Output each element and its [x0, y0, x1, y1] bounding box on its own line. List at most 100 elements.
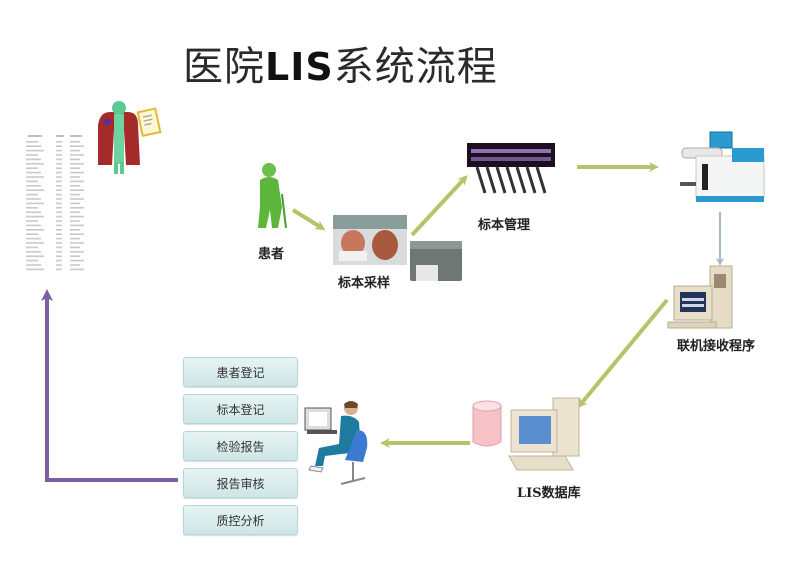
report-text-line — [56, 180, 62, 183]
arrow-return-to-doctor — [41, 289, 178, 482]
report-text-line — [70, 154, 84, 156]
report-text-line — [56, 255, 62, 257]
report-text-line — [26, 229, 44, 231]
menu-item-qc-analysis[interactable]: 质控分析 — [183, 505, 298, 535]
report-text-line — [56, 176, 62, 178]
report-text-line — [70, 259, 84, 262]
report-text-line — [70, 189, 84, 191]
arrow-sampling-to-management — [410, 175, 468, 237]
menu-item-specimen-registration[interactable]: 标本登记 — [183, 394, 298, 424]
report-text-line — [26, 145, 41, 147]
report-text-line — [56, 145, 62, 147]
doctor-with-report-icon — [98, 101, 162, 174]
report-text-line — [26, 163, 44, 165]
report-text-line — [26, 176, 44, 178]
report-text-line — [70, 171, 84, 174]
report-text-line — [70, 246, 80, 249]
report-text-line — [70, 145, 84, 147]
label-sampling: 标本采样 — [338, 276, 391, 291]
report-text-line — [56, 202, 62, 205]
report-text-line — [70, 224, 84, 227]
lis-function-menu: 患者登记 标本登记 检验报告 报告审核 质控分析 — [183, 357, 298, 542]
label-printer-icon — [410, 241, 462, 281]
report-text-line — [56, 242, 62, 244]
report-text-line — [26, 242, 44, 244]
label-interface: 联机接收程序 — [677, 339, 756, 354]
computer-server-icon — [667, 265, 733, 329]
title-suffix: 系统流程 — [333, 44, 498, 90]
report-text-line — [56, 171, 62, 174]
menu-item-test-report[interactable]: 检验报告 — [183, 431, 298, 461]
report-text-line — [26, 255, 44, 257]
report-text-line — [70, 185, 80, 187]
report-text-line — [70, 242, 84, 244]
report-text-line — [26, 233, 38, 235]
report-text-line — [26, 251, 41, 253]
report-text-line — [56, 207, 62, 209]
title-prefix: 医院 — [183, 44, 265, 90]
report-text-line — [70, 180, 84, 183]
report-text-line — [26, 189, 44, 191]
report-text-line — [26, 246, 38, 249]
report-text-line — [56, 163, 62, 165]
menu-item-patient-registration[interactable]: 患者登记 — [183, 357, 298, 387]
label-patient: 患者 — [258, 247, 285, 262]
report-text-line — [26, 268, 44, 271]
report-text-line — [26, 154, 38, 156]
report-text-line — [26, 167, 38, 169]
report-text-line — [70, 233, 84, 235]
report-text-line — [70, 251, 84, 253]
report-text-line — [70, 237, 80, 240]
arrow-interface-to-database — [577, 298, 669, 409]
report-text-line — [70, 167, 80, 169]
report-text-line — [26, 141, 38, 143]
report-text-line — [26, 180, 38, 183]
report-text-line — [26, 149, 44, 152]
report-text-line — [70, 211, 80, 213]
report-text-line — [70, 220, 80, 222]
report-text-line — [70, 158, 80, 161]
report-text-line — [70, 229, 80, 231]
operator-at-computer-icon — [304, 401, 368, 485]
report-text-line — [26, 171, 41, 174]
report-text-line — [26, 193, 38, 196]
report-text-line — [26, 207, 38, 209]
title-emphasis: LIS — [265, 45, 334, 89]
report-text-line — [26, 264, 41, 266]
report-text-line — [70, 193, 80, 196]
report-text-line — [56, 264, 62, 266]
report-text-line — [56, 229, 62, 231]
page-title: 医院LIS系统流程 — [183, 34, 498, 92]
report-text-line — [26, 202, 44, 205]
report-text-line — [56, 193, 62, 196]
report-text-line — [70, 255, 80, 257]
report-text-line — [26, 185, 41, 187]
report-text-line — [56, 251, 62, 253]
report-text-line — [70, 264, 80, 266]
printed-report-icon — [26, 135, 84, 271]
report-text-line — [26, 215, 44, 218]
report-text-line — [70, 176, 80, 178]
report-text-line — [56, 154, 62, 156]
report-text-line — [70, 141, 80, 143]
report-text-line — [70, 149, 80, 152]
report-text-line — [56, 158, 62, 161]
report-text-line — [56, 167, 62, 169]
report-text-line — [70, 163, 84, 165]
report-text-line — [26, 259, 38, 262]
report-text-line — [56, 141, 62, 143]
report-text-line — [56, 259, 62, 262]
report-text-line — [70, 202, 80, 205]
report-text-line — [26, 211, 41, 213]
label-database: LIS数据库 — [517, 486, 581, 501]
report-text-line — [26, 237, 41, 240]
test-tube-rack-icon — [467, 143, 555, 194]
report-text-line — [70, 215, 84, 218]
report-text-line — [56, 189, 62, 191]
report-text-line — [26, 198, 41, 200]
lab-analyzer-icon — [680, 131, 765, 202]
report-text-line — [56, 220, 62, 222]
report-text-line — [56, 211, 62, 213]
menu-item-report-review[interactable]: 报告审核 — [183, 468, 298, 498]
